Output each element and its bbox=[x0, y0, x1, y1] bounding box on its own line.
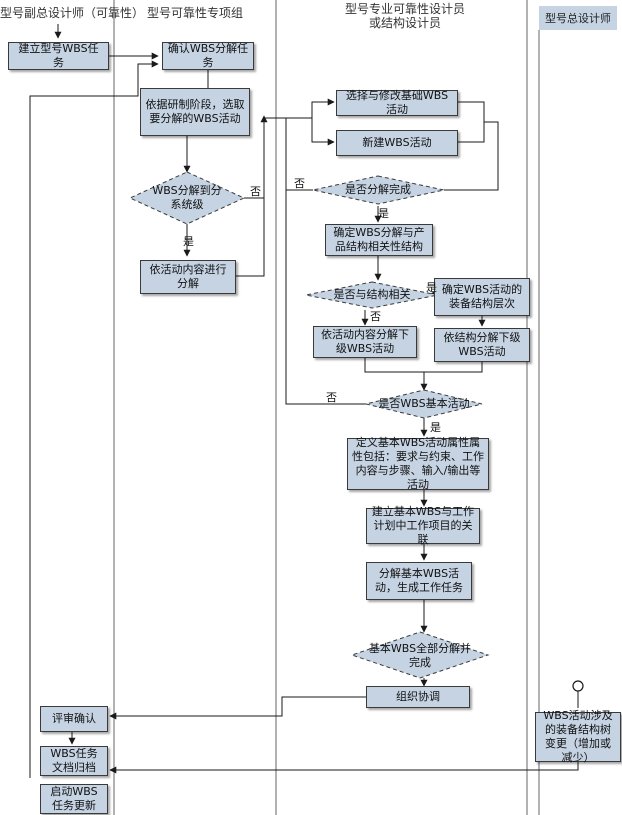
branch-label-yes-d4: 是 bbox=[430, 421, 441, 434]
branch-label-yes-d2: 是 bbox=[378, 207, 389, 220]
decision-shape-d4 bbox=[365, 389, 483, 419]
lane-title-deputy-chief: 型号副总设计师（可靠性） bbox=[0, 6, 145, 20]
decision-shape-d3 bbox=[305, 281, 439, 309]
branch-label-no-d1: 否 bbox=[250, 185, 261, 198]
lane-title-chief-designer: 型号总设计师 bbox=[539, 6, 617, 30]
process-define-structure-relation[interactable]: 确定WBS分解与产品结构相关性结构 bbox=[325, 224, 433, 256]
process-start-update[interactable]: 启动WBS任务更新 bbox=[40, 784, 108, 814]
process-structure-tree-change[interactable]: WBS活动涉及的装备结构树变更（增加或减少） bbox=[535, 709, 621, 764]
process-equipment-level[interactable]: 确定WBS活动的装备结构层次 bbox=[434, 278, 530, 316]
process-decompose-by-structure[interactable]: 依结构分解下级WBS活动 bbox=[434, 328, 530, 362]
process-review-confirm[interactable]: 评审确认 bbox=[40, 706, 108, 732]
process-select-wbs-activity[interactable]: 依据研制阶段，选取要分解的WBS活动 bbox=[140, 88, 250, 136]
process-define-basic-attributes[interactable]: 定义基本WBS活动属性属性包括：要求与约束、工作内容与步骤、输入/输出等活动 bbox=[347, 436, 489, 491]
decision-shape-d5 bbox=[350, 631, 490, 679]
process-archive-docs[interactable]: WBS任务文档归档 bbox=[40, 746, 108, 776]
process-link-work-plan[interactable]: 建立基本WBS与工作计划中工作项目的关联 bbox=[366, 505, 480, 546]
lane-title-designers: 型号专业可靠性设计员或结构设计员 bbox=[345, 2, 466, 30]
decision-basic-activity[interactable]: 是否WBS基本活动 bbox=[378, 397, 470, 410]
decision-all-decomposed[interactable]: 基本WBS全部分解并完成 bbox=[368, 642, 472, 669]
process-confirm-wbs-task[interactable]: 确认WBS分解任务 bbox=[162, 42, 254, 70]
branch-label-no-d3: 否 bbox=[370, 310, 381, 323]
decision-structure-related[interactable]: 是否与结构相关 bbox=[333, 288, 411, 301]
process-create-wbs-task[interactable]: 建立型号WBS任务 bbox=[8, 42, 109, 70]
branch-label-yes-d3: 是 bbox=[426, 281, 437, 294]
branch-label-yes-d1: 是 bbox=[183, 235, 194, 248]
lane-title-reliability-team: 型号可靠性专项组 bbox=[146, 6, 243, 20]
decision-subsystem-level[interactable]: WBS分解到分系统级 bbox=[152, 184, 222, 211]
process-decompose-by-content-sub[interactable]: 依活动内容分解下级WBS活动 bbox=[313, 326, 417, 358]
start-node-icon bbox=[572, 680, 584, 692]
decision-decomposition-done[interactable]: 是否分解完成 bbox=[345, 183, 411, 196]
branch-label-no-d4: 否 bbox=[326, 391, 337, 404]
process-coordinate[interactable]: 组织协调 bbox=[366, 686, 470, 708]
decision-shape-d1 bbox=[128, 171, 246, 225]
branch-label-no-d2: 否 bbox=[294, 177, 305, 190]
process-decompose-by-content[interactable]: 依活动内容进行分解 bbox=[140, 260, 236, 294]
process-select-modify-base[interactable]: 选择与修改基础WBS活动 bbox=[336, 89, 458, 116]
process-new-wbs-activity[interactable]: 新建WBS活动 bbox=[336, 130, 458, 156]
process-generate-work-tasks[interactable]: 分解基本WBS活动，生成工作任务 bbox=[366, 562, 472, 600]
decision-shape-d2 bbox=[312, 175, 445, 205]
